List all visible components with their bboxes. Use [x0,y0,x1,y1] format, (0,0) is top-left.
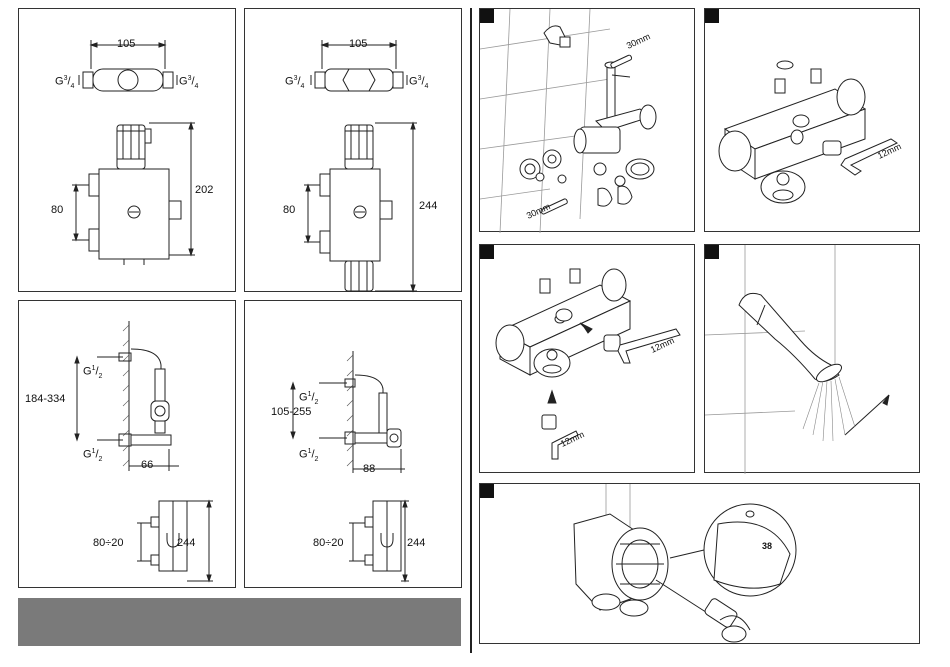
install-step-5: 38 [479,483,920,644]
cartridge-removal-illustration [705,9,921,233]
wall-mount-drawing-1 [19,301,237,589]
install-step-1: 30mm 30mm [479,8,695,232]
dimension-panel-standard: 105 G3/4 G3/4 244 80 [244,8,462,292]
dim-thread-bottom: G1/2 [299,448,318,463]
dim-height: 244 [177,538,195,549]
dimension-panel-wall-2: 105-255 G1/2 G1/2 88 80÷20 244 [244,300,462,588]
dim-spacing: 80 [283,205,295,216]
dim-spacing: 80÷20 [313,538,344,549]
page-divider [470,8,472,653]
thermostat-dimension-drawing-1 [19,9,237,293]
check-valve-illustration [480,245,696,474]
temperature-calibration-illustration [480,484,921,645]
dimension-panel-wall-1: 184-334 G1/2 G1/2 66 80÷20 244 [18,300,236,588]
dim-width: 105 [117,39,135,50]
temperature-scale-label: 38 [762,542,772,551]
install-step-3: 12mm 12mm [479,244,695,473]
gray-bar [18,598,461,646]
dim-height: 244 [407,538,425,549]
wall-mount-drawing-2 [245,301,463,589]
dim-spacing: 80÷20 [93,538,124,549]
dim-range: 105-255 [271,407,311,418]
dim-range: 184-334 [25,394,65,405]
dim-width: 105 [349,39,367,50]
dim-thread-left: G3/4 [285,75,304,90]
dim-depth: 66 [141,460,153,471]
dim-thread-right: G3/4 [179,75,198,90]
dim-thread-top: G1/2 [83,365,102,380]
install-step-2: 12mm [704,8,920,232]
dim-height: 244 [419,201,437,212]
dim-thread-bottom: G1/2 [83,448,102,463]
dimension-panel-ceramic: 105 G3/4 G3/4 202 80 [18,8,236,292]
dim-thread-top: G1/2 [299,391,318,406]
dim-height: 202 [195,185,213,196]
dim-spacing: 80 [51,205,63,216]
install-step-4 [704,244,920,473]
dim-depth: 88 [363,464,375,475]
dim-thread-left: G3/4 [55,75,74,90]
pipe-assembly-illustration [480,9,696,233]
dim-thread-right: G3/4 [409,75,428,90]
thermostat-dimension-drawing-2 [245,9,463,293]
shower-flush-illustration [705,245,921,474]
